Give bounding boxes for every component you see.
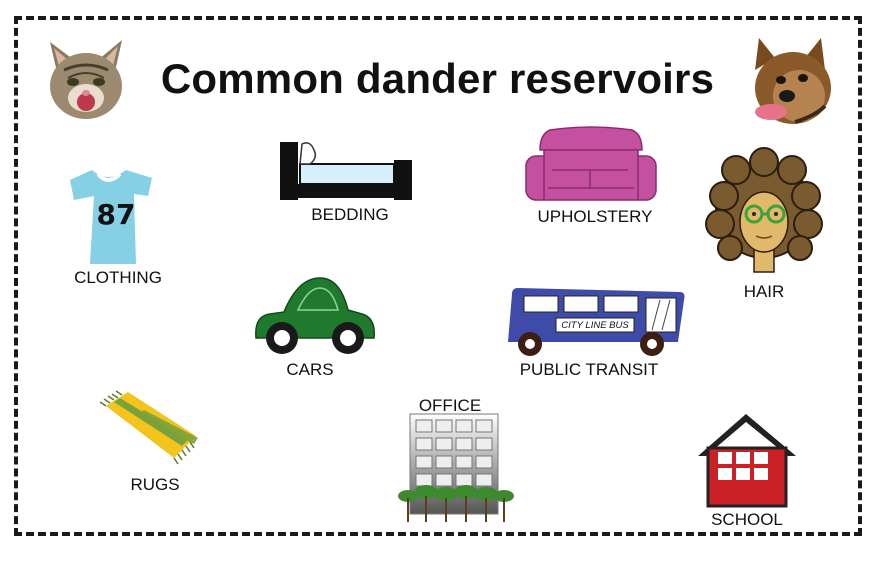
shirt-number: 87 (96, 198, 136, 231)
page-title: Common dander reservoirs (160, 55, 715, 102)
bus-icon (508, 288, 685, 356)
curly-hair-person-icon (705, 147, 823, 273)
school-house-icon (698, 414, 796, 508)
upholstery-label: UPHOLSTERY (537, 207, 653, 226)
bedding-label: BEDDING (311, 205, 389, 224)
bus-sign: CITY LINE BUS (561, 320, 629, 331)
shirt-icon (70, 170, 152, 264)
office-label: OFFICE (418, 396, 482, 415)
hair-label: HAIR (743, 282, 785, 301)
school-label: SCHOOL (711, 510, 783, 529)
bed-icon (280, 142, 412, 200)
cat-face-icon (50, 40, 122, 119)
clothing-label: CLOTHING (74, 268, 162, 287)
car-icon (255, 277, 375, 354)
dog-face-icon (755, 38, 831, 124)
sofa-icon (525, 126, 657, 201)
cars-label: CARS (286, 360, 334, 379)
office-building-icon (398, 413, 514, 522)
rugs-label: RUGS (130, 475, 180, 494)
dashed-border (14, 16, 862, 536)
public-transit-label: PUBLIC TRANSIT (519, 360, 659, 379)
rug-icon (99, 390, 198, 465)
